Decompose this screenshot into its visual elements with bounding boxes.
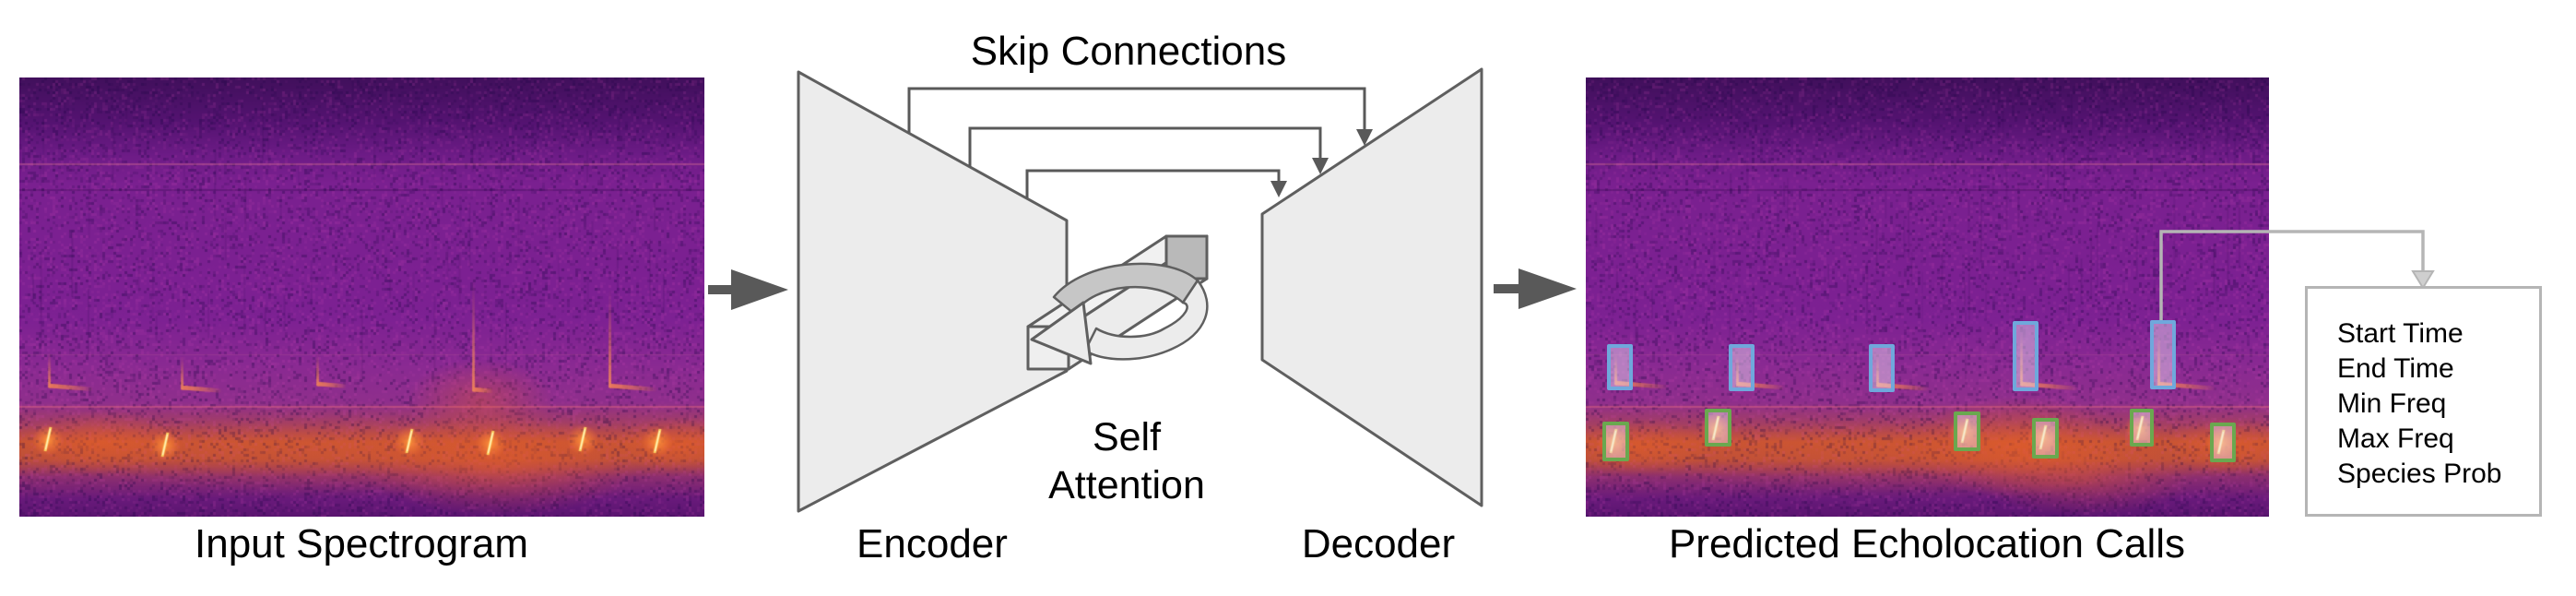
callout-field: Min Freq: [2337, 388, 2447, 419]
callout-field: Species Prob: [2337, 459, 2502, 489]
green-bounding-box: [1954, 411, 1980, 451]
skip-arrow-1: [907, 87, 1366, 133]
callout-field: Start Time: [2337, 318, 2464, 349]
skip-arrowheads: [1270, 129, 1373, 197]
green-bounding-box: [2210, 423, 2236, 462]
green-bounding-box: [1705, 409, 1731, 447]
green-bounding-box: [2032, 418, 2059, 459]
self-attention-label-line2: Attention: [1048, 463, 1205, 507]
callout-field: End Time: [2337, 353, 2454, 384]
flow-arrow-left-icon: [708, 269, 788, 310]
self-attention-icon: [1026, 234, 1209, 371]
skip-arrowhead-1-icon: [1356, 129, 1373, 146]
output-spectrogram-image: [1586, 77, 2269, 517]
skip-arrowhead-3-icon: [1270, 181, 1287, 197]
self-attention-label: Self Attention: [1011, 413, 1242, 509]
encoder-label: Encoder: [857, 521, 1008, 566]
green-bounding-box: [2130, 409, 2154, 447]
blue-bounding-box: [1869, 344, 1895, 392]
self-attention-label-line1: Self: [1092, 415, 1162, 459]
skip-arrow-3: [1025, 169, 1281, 198]
predicted-calls-label: Predicted Echolocation Calls: [1668, 521, 2186, 566]
callout-field: Max Freq: [2337, 423, 2454, 454]
input-spectrogram-label: Input Spectrogram: [195, 521, 528, 566]
decoder-shape: [1260, 67, 1483, 507]
blue-bounding-box: [2013, 321, 2038, 391]
input-spectrogram-image: [19, 77, 704, 517]
blue-bounding-box: [2150, 320, 2176, 389]
skip-connection-arrows: [907, 87, 1366, 198]
skip-arrow-2: [968, 126, 1322, 167]
flow-arrow-right-icon: [1494, 268, 1577, 309]
blue-bounding-box: [1729, 344, 1755, 391]
blue-bounding-box: [1607, 344, 1633, 390]
green-bounding-box: [1602, 422, 1629, 461]
skip-arrowhead-2-icon: [1312, 158, 1329, 174]
skip-connections-label: Skip Connections: [970, 29, 1287, 74]
decoder-label: Decoder: [1301, 521, 1456, 566]
